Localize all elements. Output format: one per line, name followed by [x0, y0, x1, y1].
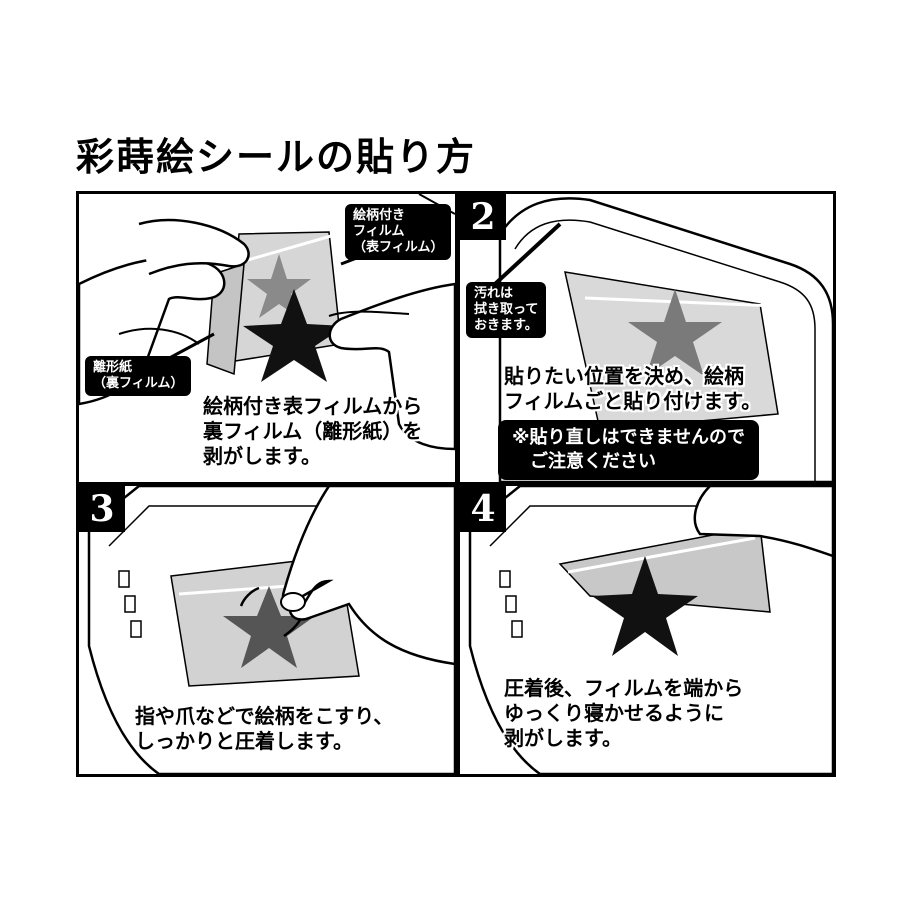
step-3-panel: 3 指や爪などで絵柄をこすり、 しっかりと圧着します。 [79, 486, 455, 774]
instruction-grid: 絵柄付き フィルム （表フィルム） 離形紙 （裏フィルム） 絵柄付き表フィルムか… [76, 191, 836, 777]
step-1-caption: 絵柄付き表フィルムから 裏フィルム（離形紙）を 剥がします。 [203, 394, 423, 468]
step-2-illustration [493, 197, 833, 482]
step-number-badge: 4 [460, 486, 506, 532]
step-1-panel: 絵柄付き フィルム （表フィルム） 離形紙 （裏フィルム） 絵柄付き表フィルムか… [79, 194, 455, 482]
hand [281, 486, 455, 666]
side-buttons [118, 570, 142, 638]
star-icon [243, 289, 345, 382]
hand [693, 486, 833, 558]
step-4-caption: 圧着後、フィルムを端から ゆっくり寝かせるように 剥がします。 [504, 676, 744, 750]
right-hand [328, 282, 455, 451]
side-buttons [499, 570, 523, 638]
star-icon [592, 556, 698, 656]
step-4-panel: 4 圧着後、フィルムを端から ゆっくり寝かせるように 剥がします。 [460, 486, 833, 774]
panel-divider-horizontal [79, 482, 833, 486]
wipe-label-tag: 汚れは 拭き取って おきます。 [466, 282, 547, 338]
peeled-film [558, 525, 771, 613]
page-title: 彩蒔絵シールの貼り方 [76, 135, 477, 179]
film-label-tag: 絵柄付き フィルム （表フィルム） [345, 204, 452, 260]
step-number-badge: 3 [79, 486, 125, 532]
step-2-panel: 2 汚れは 拭き取って おきます。 貼りたい位置を決め、絵柄 フィルムごと貼り付… [460, 194, 833, 482]
faded-star-icon [628, 289, 722, 376]
step-1-illustration [79, 194, 455, 451]
step-4-illustration [468, 486, 833, 774]
step-3-caption: 指や爪などで絵柄をこすり、 しっかりと圧着します。 [135, 704, 394, 753]
step-3-illustration [87, 486, 455, 774]
star-icon [223, 586, 315, 668]
release-paper-label-tag: 離形紙 （裏フィルム） [85, 356, 192, 396]
step-number-badge: 2 [460, 194, 506, 240]
caution-note: ※貼り直しはできませんので ご注意ください [498, 420, 759, 480]
step-2-caption: 貼りたい位置を決め、絵柄 フィルムごと貼り付けます。 [504, 364, 762, 413]
faded-star-icon [247, 254, 311, 318]
